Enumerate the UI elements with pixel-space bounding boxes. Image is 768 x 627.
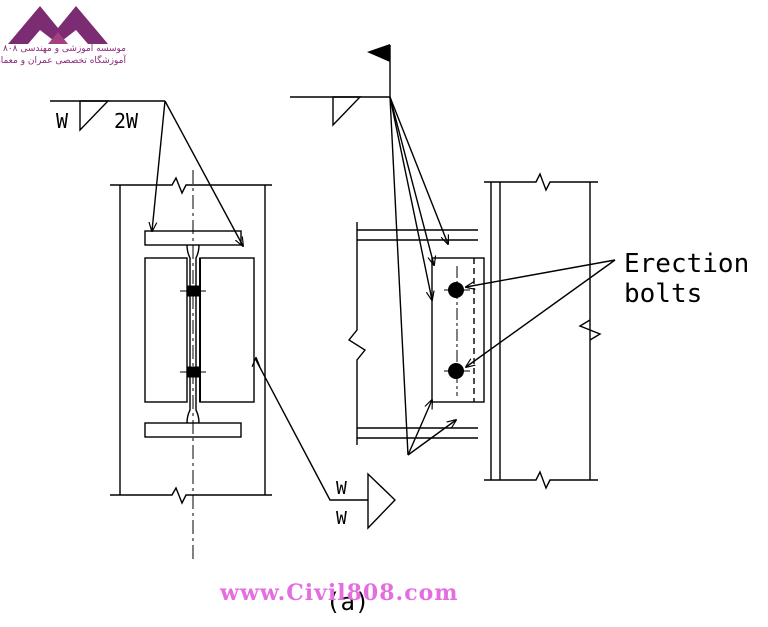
weld-arrow-5 xyxy=(389,96,432,300)
right-angle-leg xyxy=(199,257,255,403)
left-top-break-line xyxy=(110,176,272,195)
right-bottom-break-line xyxy=(484,470,598,490)
weld-size-label-w: W xyxy=(56,109,69,133)
beam-elev-break-line xyxy=(347,222,367,445)
shear-plate xyxy=(431,257,485,403)
weld-arrow-1 xyxy=(152,100,166,231)
field-weld-flag xyxy=(367,44,390,62)
weld-size-label-bottom-1: W xyxy=(336,478,347,499)
right-mid-break-line xyxy=(578,319,602,341)
erection-bolt-lower xyxy=(448,363,464,379)
figure-caption: (a) xyxy=(326,588,369,616)
weld-arrow-4 xyxy=(389,96,448,244)
weld-size-label-2w: 2W xyxy=(114,109,139,133)
beam-web-left xyxy=(186,244,191,424)
right-top-break-line xyxy=(484,172,598,192)
fillet-weld-symbol-bottom xyxy=(367,472,396,530)
weld-arrow-6 xyxy=(389,96,434,265)
weld-arrow-2 xyxy=(164,100,243,246)
logo-text-line2: آموزشگاه تخصصی عمران و معماری xyxy=(0,56,126,66)
left-bottom-break-line xyxy=(110,486,272,505)
weld-arrow-8 xyxy=(407,420,456,456)
erection-bolt-leader-2 xyxy=(466,259,616,367)
beam-bottom-flange xyxy=(144,422,242,438)
logo: موسسه آموزشی و مهندسی ۸۰۸ آموزشگاه تخصصی… xyxy=(0,0,140,72)
weld-arrow-7 xyxy=(407,400,432,456)
weld-size-label-bottom-2: W xyxy=(336,508,347,529)
watermark-url: www.Civil808.com xyxy=(220,580,459,606)
beam-web-right xyxy=(195,244,200,424)
fillet-weld-symbol-top-right xyxy=(332,96,362,127)
logo-text-line1: موسسه آموزشی و مهندسی ۸۰۸ xyxy=(3,44,126,54)
erection-bolt-leader-1 xyxy=(466,259,616,287)
fillet-weld-symbol-top-left xyxy=(79,100,110,132)
erection-bolts-label-line2: bolts xyxy=(624,279,702,309)
erection-bolts-label-line1: Erection xyxy=(624,249,749,279)
weld-leader-long xyxy=(389,96,409,456)
left-angle-leg xyxy=(144,257,188,403)
weld-leader-bottom xyxy=(255,359,368,501)
logo-mark xyxy=(8,6,108,44)
erection-bolt-upper xyxy=(448,282,464,298)
